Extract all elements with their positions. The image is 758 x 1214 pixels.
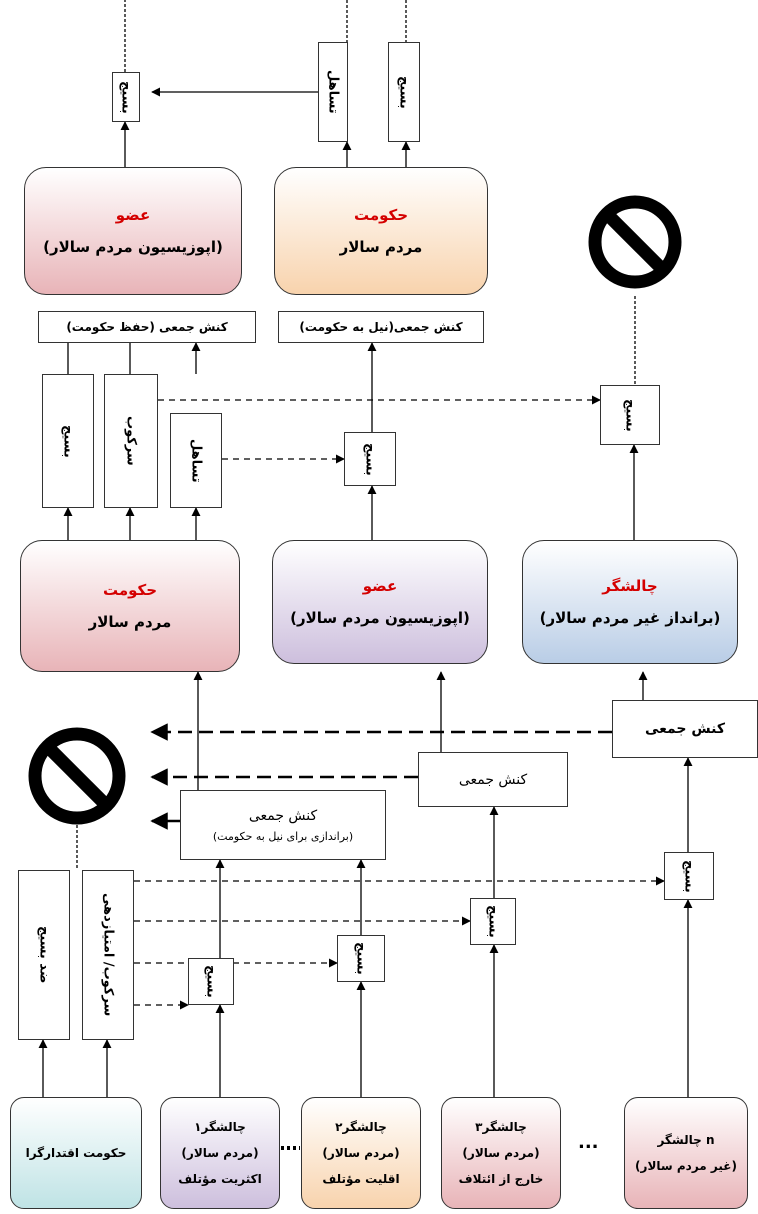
member-title: عضو (362, 577, 398, 595)
collective-action-right: کنش جمعی (612, 700, 758, 758)
mobilize-label: بسیج (485, 905, 501, 938)
challenger-title: چالشگر n (657, 1133, 715, 1147)
mobilize-box-n: بسیج (664, 852, 714, 900)
action-label: کنش جمعی (458, 771, 528, 788)
repress-label: سرکوب (123, 416, 139, 466)
challenger-n-box: چالشگر n (غیر مردم سالار) (624, 1097, 748, 1209)
challenger-line3: خارج از ائتلاف (458, 1172, 544, 1186)
mobilize-box-mid: بسیج (42, 374, 94, 508)
government-subtitle: مردم سالار (339, 238, 423, 256)
collective-action-middle: کنش جمعی (418, 752, 568, 807)
mobilize-label: بسیج (681, 859, 697, 893)
mobilize-box-2: بسیج (337, 935, 385, 982)
authoritarian-label: حکومت اقتدارگرا (25, 1146, 127, 1160)
action-label: کنش جمعی (248, 807, 318, 824)
tolerance-label: تساهل (188, 438, 204, 483)
challenger-box-mid: چالشگر (برانداز غیر مردم سالار) (522, 540, 738, 664)
challenger-line3: اقلیت مؤتلف (322, 1172, 400, 1186)
mobilize-label: بسیج (118, 80, 134, 114)
action-label: کنش جمعی (644, 721, 726, 737)
challenger-line2: (مردم سالار) (462, 1146, 540, 1160)
mobilize-box-right: بسیج (600, 385, 660, 445)
challenger-title: چالشگر (602, 577, 658, 595)
tolerance-box-mid: تساهل (170, 413, 222, 508)
prohibition-sign-icon (588, 195, 682, 289)
collective-action-keep-gov: کنش جمعی (حفظ حکومت) (38, 311, 256, 343)
government-title: حکومت (353, 206, 409, 224)
repress-box-mid: سرکوب (104, 374, 158, 508)
action-label: کنش جمعی (حفظ حکومت) (66, 320, 228, 334)
mobilize-label: بسیج (396, 75, 412, 109)
member-opposition-box-mid: عضو (اپوزیسیون مردم سالار) (272, 540, 488, 664)
challenger-line2: (غیر مردم سالار) (635, 1159, 737, 1173)
repress-concede-box: سرکوب/ امتیازدهی (82, 870, 134, 1040)
mobilize-box-1: بسیج (188, 958, 234, 1005)
mobilize-box-top-right: بسیج (388, 42, 420, 142)
challenger-3-box: چالشگر۳ (مردم سالار) خارج از ائتلاف (441, 1097, 561, 1209)
government-title: حکومت (102, 581, 158, 599)
member-title: عضو (115, 206, 151, 224)
challenger-title: چالشگر۳ (475, 1120, 527, 1134)
challenger-line2: (مردم سالار) (322, 1146, 400, 1160)
challenger-title: چالشگر۲ (335, 1120, 387, 1134)
mobilize-box-center: بسیج (344, 432, 396, 486)
government-subtitle: مردم سالار (88, 613, 172, 631)
challenger-1-box: چالشگر۱ (مردم سالار) اکثریت مؤتلف (160, 1097, 280, 1209)
collective-action-gain-gov: کنش جمعی(نیل به حکومت) (278, 311, 484, 343)
mobilize-label: بسیج (203, 965, 219, 998)
member-subtitle: (اپوزیسیون مردم سالار) (43, 238, 223, 256)
government-box-top: حکومت مردم سالار (274, 167, 488, 295)
challenger-subtitle: (برانداز غیر مردم سالار) (539, 609, 721, 627)
mobilize-label: بسیج (362, 442, 378, 476)
mobilize-box-top-left: بسیج (112, 72, 140, 122)
mobilize-label: بسیج (353, 942, 369, 975)
mobilize-box-3: بسیج (470, 898, 516, 945)
challenger-line2: (مردم سالار) (181, 1146, 259, 1160)
member-subtitle: (اپوزیسیون مردم سالار) (290, 609, 470, 627)
action-sublabel: (براندازی برای نیل به حکومت) (212, 829, 354, 843)
action-label: کنش جمعی(نیل به حکومت) (299, 320, 463, 334)
repress-concede-label: سرکوب/ امتیازدهی (100, 893, 116, 1017)
tolerance-box-top: تساهل (318, 42, 348, 142)
prohibition-sign-icon (28, 727, 126, 825)
member-opposition-box-top: عضو (اپوزیسیون مردم سالار) (24, 167, 242, 295)
government-box-mid: حکومت مردم سالار (20, 540, 240, 672)
ellipsis: ... (578, 1132, 599, 1153)
counter-mobilize-box: ضد بسیج (18, 870, 70, 1040)
mobilize-label: بسیج (622, 398, 638, 432)
challenger-2-box: چالشگر۲ (مردم سالار) اقلیت مؤتلف (301, 1097, 421, 1209)
challenger-line3: اکثریت مؤتلف (178, 1172, 262, 1186)
challenger-title: چالشگر۱ (194, 1120, 246, 1134)
mobilize-label: بسیج (60, 424, 76, 458)
counter-mobilize-label: ضد بسیج (36, 926, 52, 984)
authoritarian-government-box: حکومت اقتدارگرا (10, 1097, 142, 1209)
tolerance-label: تساهل (325, 70, 341, 114)
collective-action-main: کنش جمعی (براندازی برای نیل به حکومت) (180, 790, 386, 860)
